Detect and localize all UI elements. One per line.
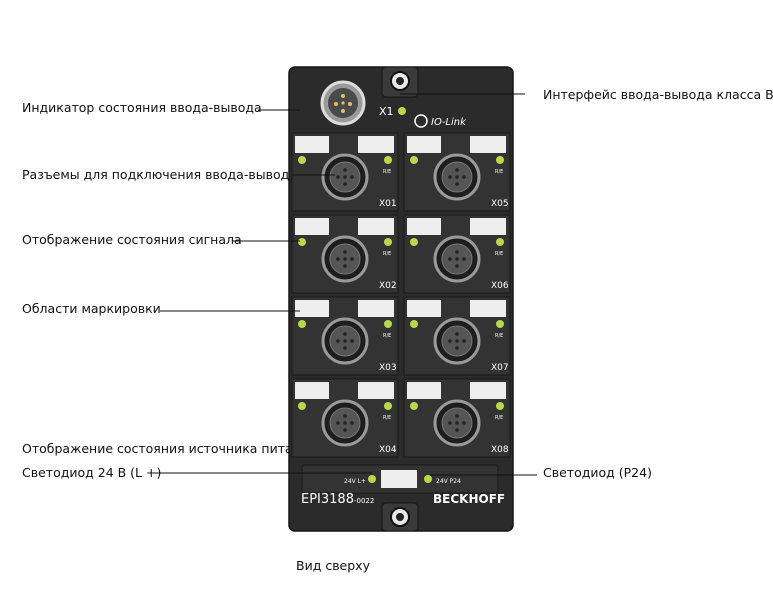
model-name: EPI3188-0022 [301, 492, 374, 507]
port-led-text-x04: R/E [383, 415, 391, 421]
label-m12-connectors: Разъемы для подключения ввода-вывода М12 [22, 167, 328, 182]
power-led-right-text: 24V P24 [436, 478, 461, 485]
signal-led-a-x04 [298, 402, 306, 410]
marking-plate-left-x04 [295, 382, 329, 399]
signal-led-b-x01 [384, 156, 392, 164]
label-led-p24: Светодиод (P24) [543, 465, 652, 480]
marking-plate-right-x07 [470, 300, 506, 317]
port-label-x08: X08 [491, 445, 509, 455]
marking-plate-left-x02 [295, 218, 329, 235]
power-led-left-text: 24V L+ [344, 478, 366, 485]
signal-led-a-x01 [298, 156, 306, 164]
port-led-text-x02: R/E [383, 251, 391, 257]
marking-plate-left-x06 [407, 218, 441, 235]
brand-logo: BECKHOFF [433, 492, 505, 506]
marking-plate-right-x03 [358, 300, 394, 317]
marking-plate-left-x01 [295, 136, 329, 153]
marking-plate-right-x04 [358, 382, 394, 399]
led-p24 [424, 475, 432, 483]
signal-led-a-x05 [410, 156, 418, 164]
marking-plate-left-x08 [407, 382, 441, 399]
port-label-x02: X02 [379, 281, 397, 291]
signal-led-b-x07 [496, 320, 504, 328]
label-top-view: Вид сверху [296, 558, 370, 573]
x1-status-led [398, 107, 406, 115]
label-iolink-interface: Интерфейс ввода-вывода класса B [543, 87, 773, 102]
iolink-logo-text: IO-Link [431, 117, 467, 128]
marking-plate-right-x06 [470, 218, 506, 235]
port-grid: R/EX01R/EX02R/EX03R/EX04R/EX05R/EX06R/EX… [291, 132, 511, 458]
label-io-status-indicator: Индикатор состояния ввода-вывода [22, 100, 262, 115]
port-label-x01: X01 [379, 199, 397, 209]
marking-plate-right-x05 [470, 136, 506, 153]
signal-led-b-x03 [384, 320, 392, 328]
marking-plate-left-x05 [407, 136, 441, 153]
port-label-x06: X06 [491, 281, 509, 291]
port-led-text-x08: R/E [495, 415, 503, 421]
signal-led-b-x05 [496, 156, 504, 164]
signal-led-a-x02 [298, 238, 306, 246]
port-led-text-x06: R/E [495, 251, 503, 257]
signal-led-b-x06 [496, 238, 504, 246]
port-label-x05: X05 [491, 199, 509, 209]
port-label-x07: X07 [491, 363, 509, 373]
signal-led-b-x02 [384, 238, 392, 246]
marking-plate-left-x03 [295, 300, 329, 317]
x1-label: X1 [379, 105, 394, 118]
marking-plate-left-x07 [407, 300, 441, 317]
leader-lines [148, 93, 537, 476]
port-label-x04: X04 [379, 445, 397, 455]
signal-led-a-x03 [298, 320, 306, 328]
led-24v [368, 475, 376, 483]
port-label-x03: X03 [379, 363, 397, 373]
signal-led-a-x07 [410, 320, 418, 328]
signal-led-a-x06 [410, 238, 418, 246]
port-led-text-x07: R/E [495, 333, 503, 339]
port-led-text-x03: R/E [383, 333, 391, 339]
marking-plate-right-x02 [358, 218, 394, 235]
power-marking-plate [381, 470, 417, 488]
signal-led-a-x08 [410, 402, 418, 410]
port-led-text-x05: R/E [495, 169, 503, 175]
port-led-text-x01: R/E [383, 169, 391, 175]
signal-led-b-x08 [496, 402, 504, 410]
marking-plate-right-x01 [358, 136, 394, 153]
label-marking-areas: Области маркировки [22, 301, 161, 316]
iolink-logo-icon [414, 114, 428, 128]
label-led-24v: Светодиод 24 В (L +) [22, 465, 162, 480]
label-power-status-heading: Отображение состояния источника питания: [22, 441, 321, 456]
marking-plate-right-x08 [470, 382, 506, 399]
label-signal-status: Отображение состояния сигнала [22, 232, 242, 247]
signal-led-b-x04 [384, 402, 392, 410]
